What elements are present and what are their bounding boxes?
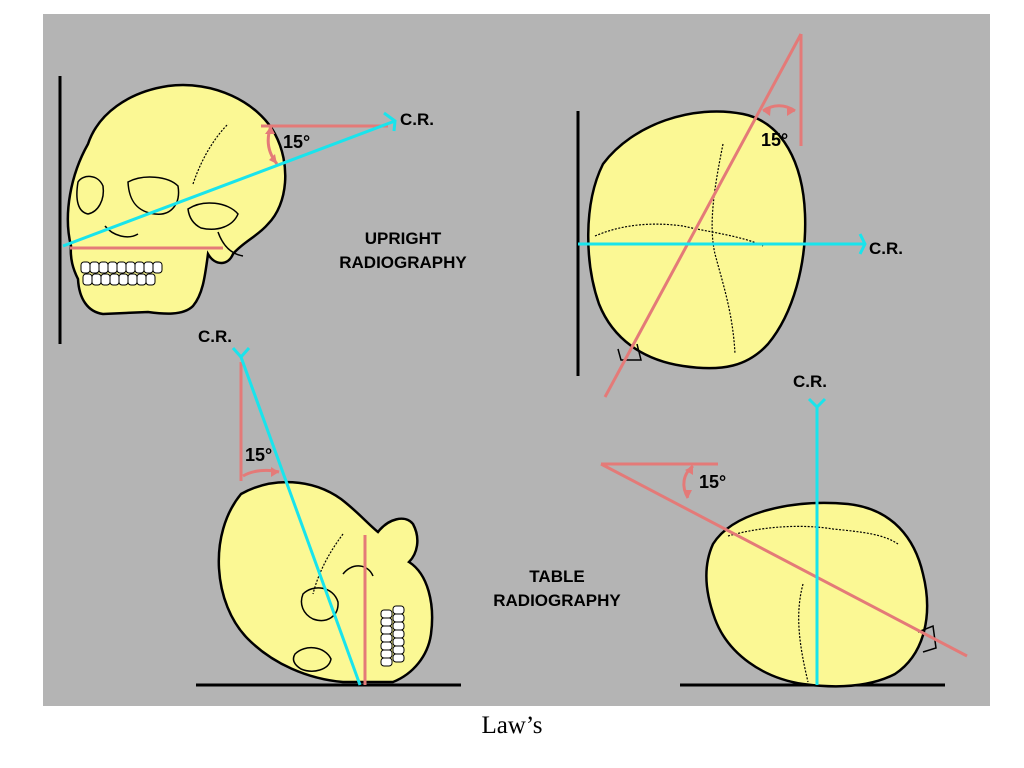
- central-ray-tail-icon: [858, 233, 867, 255]
- central-ray-tail-icon: [231, 347, 251, 360]
- arrow-head-icon: [269, 154, 277, 164]
- diagram-panel: 15° C.R. 15° C.R. UPRIGHT RADIOGRAPHY TA…: [43, 14, 990, 706]
- upright-group-label-line2: RADIOGRAPHY: [339, 253, 467, 272]
- ear-icon: [617, 343, 642, 361]
- central-ray-label: C.R.: [198, 327, 232, 346]
- skull-lateral-icon: [66, 83, 287, 316]
- angle-line: [600, 462, 968, 658]
- arrow-head-icon: [683, 490, 692, 498]
- table-lateral-view: 15° C.R.: [196, 327, 461, 687]
- teeth-icon: [380, 605, 405, 667]
- skull-lateral-icon: [217, 480, 434, 684]
- upright-pa-view: 15° C.R.: [576, 33, 903, 398]
- table-pa-view: 15° C.R.: [600, 372, 968, 688]
- central-ray-line: [239, 356, 362, 686]
- arrow-head-icon: [271, 467, 279, 477]
- angle-label: 15°: [283, 132, 310, 152]
- arrow-head-icon: [763, 106, 771, 116]
- table-group-label-line1: TABLE: [529, 567, 584, 586]
- angle-line: [603, 33, 803, 398]
- upright-lateral-view: 15° C.R.: [58, 76, 434, 344]
- central-ray-tail-icon: [807, 397, 827, 410]
- upright-group-label-line1: UPRIGHT: [365, 229, 442, 248]
- arrow-head-icon: [685, 466, 693, 475]
- angle-label: 15°: [245, 445, 272, 465]
- angle-label: 15°: [761, 130, 788, 150]
- table-group-label-line2: RADIOGRAPHY: [493, 591, 621, 610]
- teeth-icon: [80, 261, 163, 286]
- central-ray-label: C.R.: [793, 372, 827, 391]
- orbit-icon: [76, 175, 105, 215]
- arrow-head-icon: [265, 126, 275, 134]
- figure-caption: Law’s: [481, 712, 543, 739]
- central-ray-tail-icon: [383, 111, 397, 132]
- ear-icon: [917, 624, 937, 653]
- central-ray-label: C.R.: [400, 110, 434, 129]
- central-ray-label: C.R.: [869, 239, 903, 258]
- angle-label: 15°: [699, 472, 726, 492]
- arrow-head-icon: [787, 106, 795, 116]
- central-ray-line: [62, 119, 396, 248]
- skull-pa-icon: [587, 110, 807, 370]
- law-projection-diagram: 15° C.R. 15° C.R. UPRIGHT RADIOGRAPHY TA…: [58, 33, 968, 688]
